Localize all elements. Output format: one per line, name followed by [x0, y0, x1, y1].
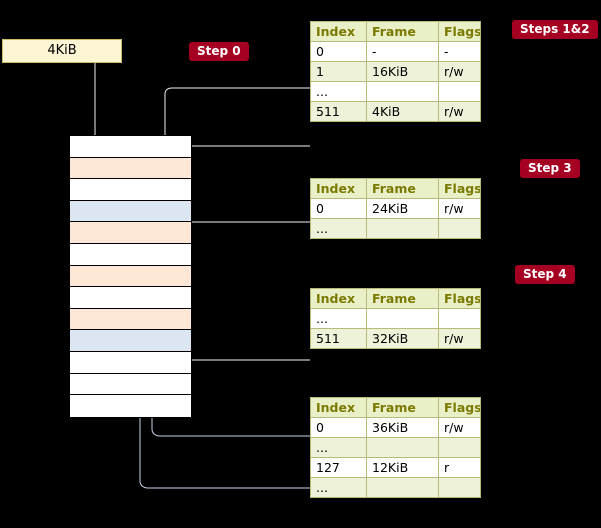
table-row: ... — [310, 437, 481, 458]
table-row: ... — [310, 81, 481, 102]
column-header-frame: Frame — [366, 288, 439, 309]
table-cell: 1 — [310, 61, 367, 82]
column-header-flags: Flags — [438, 178, 481, 199]
column-header-index: Index — [310, 21, 367, 42]
table-cell — [366, 308, 439, 329]
virtual-address-box: 4KiB — [2, 39, 122, 63]
table-cell — [366, 437, 439, 458]
memory-frame-row — [70, 157, 191, 180]
memory-frame-row — [70, 179, 191, 201]
column-header-index: Index — [310, 397, 367, 418]
column-header-flags: Flags — [438, 21, 481, 42]
table-cell — [438, 437, 481, 458]
table-row: ... — [310, 218, 481, 239]
table-cell: - — [366, 41, 439, 62]
memory-frame-row — [70, 244, 191, 266]
table-cell — [366, 477, 439, 498]
memory-frame-row — [70, 308, 191, 331]
table-cell — [438, 477, 481, 498]
table-cell — [438, 308, 481, 329]
column-header-index: Index — [310, 288, 367, 309]
badge-step-4-label: Step 4 — [523, 267, 567, 281]
table-cell: 0 — [310, 41, 367, 62]
table-cell: r/w — [438, 61, 481, 82]
table-cell: 32KiB — [366, 328, 439, 349]
table-cell: 127 — [310, 457, 367, 478]
table-cell: 4KiB — [366, 101, 439, 122]
badge-step-0: Step 0 — [189, 42, 249, 61]
table-row: 0-- — [310, 41, 481, 62]
memory-frame-row — [70, 352, 191, 374]
table-cell: ... — [310, 218, 367, 239]
column-header-frame: Frame — [366, 21, 439, 42]
memory-frame-row — [70, 373, 191, 396]
table-cell: 24KiB — [366, 198, 439, 219]
table-cell: 36KiB — [366, 417, 439, 438]
badge-step-4: Step 4 — [515, 265, 575, 284]
badge-step-0-label: Step 0 — [197, 44, 241, 58]
table-row: ... — [310, 477, 481, 498]
memory-frame-row — [70, 222, 191, 245]
table-cell: ... — [310, 477, 367, 498]
memory-frame-row — [70, 395, 191, 417]
badge-steps-1-2-label: Steps 1&2 — [520, 22, 590, 36]
table-row: ... — [310, 308, 481, 329]
table-cell: ... — [310, 308, 367, 329]
table-cell: r/w — [438, 417, 481, 438]
table-cell: ... — [310, 437, 367, 458]
column-header-flags: Flags — [438, 397, 481, 418]
table-cell: 16KiB — [366, 61, 439, 82]
table-cell — [438, 81, 481, 102]
memory-frame-row — [70, 287, 191, 309]
column-header-frame: Frame — [366, 178, 439, 199]
table-cell: 511 — [310, 328, 367, 349]
column-header-flags: Flags — [438, 288, 481, 309]
table-cell: 511 — [310, 101, 367, 122]
table-cell — [438, 218, 481, 239]
memory-frame-row — [70, 330, 191, 353]
table-cell: ... — [310, 81, 367, 102]
table-cell: r/w — [438, 198, 481, 219]
memory-frame-row — [70, 136, 191, 158]
table-cell: - — [438, 41, 481, 62]
table-cell: r/w — [438, 101, 481, 122]
column-header-index: Index — [310, 178, 367, 199]
table-cell: 0 — [310, 417, 367, 438]
table-cell: 12KiB — [366, 457, 439, 478]
table-cell — [366, 81, 439, 102]
table-cell: r — [438, 457, 481, 478]
memory-frame-row — [70, 200, 191, 223]
column-header-frame: Frame — [366, 397, 439, 418]
table-cell: 0 — [310, 198, 367, 219]
table-cell — [366, 218, 439, 239]
badge-steps-1-2: Steps 1&2 — [512, 20, 598, 39]
badge-step-3-label: Step 3 — [528, 161, 572, 175]
memory-frame-row — [70, 265, 191, 288]
physical-memory-column — [69, 135, 192, 418]
table-cell: r/w — [438, 328, 481, 349]
badge-step-3: Step 3 — [520, 159, 580, 178]
virtual-address-label: 4KiB — [47, 43, 77, 58]
